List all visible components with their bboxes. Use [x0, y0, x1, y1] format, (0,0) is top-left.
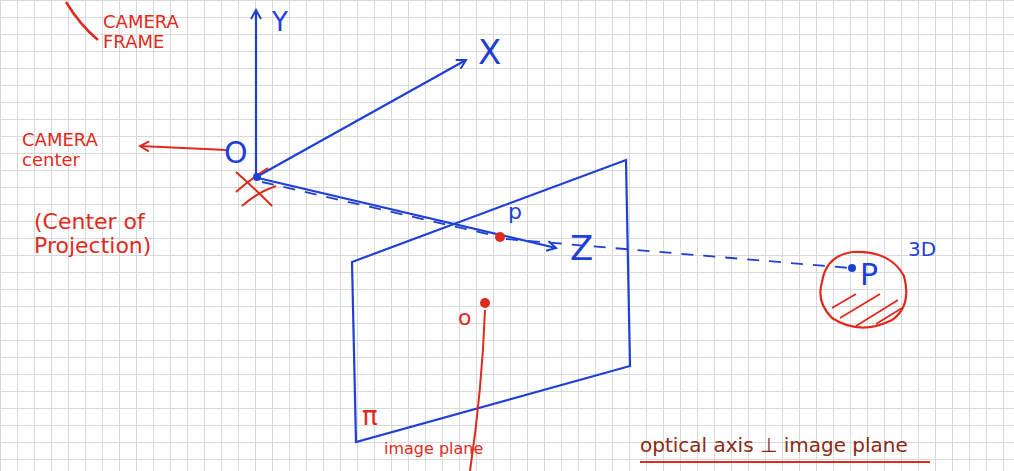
note-label: optical axis ⊥ image plane: [640, 434, 908, 456]
note-underline: [640, 461, 930, 463]
frame-leader: [66, 2, 98, 40]
point-label: o: [458, 306, 471, 330]
plane-symbol: π: [362, 402, 378, 431]
projection-ray: [506, 239, 850, 268]
point-label: p: [508, 200, 522, 224]
center-leader: [140, 146, 226, 150]
image-point: [495, 232, 505, 242]
object-point: [848, 264, 856, 272]
point-label: O: [224, 136, 248, 169]
principal-point: [480, 298, 490, 308]
projection-ray: [262, 182, 496, 236]
camera-center-mark: [236, 168, 276, 206]
center-note: (Center of Projection): [34, 210, 184, 258]
point-label: P: [860, 258, 878, 291]
center-label: CAMERA center: [22, 130, 122, 170]
frame-label: CAMERA FRAME: [103, 12, 203, 52]
axis-label: X: [478, 34, 501, 71]
image-plane: [352, 160, 630, 442]
x-axis: [258, 60, 466, 176]
axis-label: Z: [570, 230, 593, 267]
object-hatch: [832, 294, 902, 326]
axis-label: Y: [272, 8, 288, 37]
y-axis: [255, 10, 257, 178]
dimension-label: 3D: [908, 238, 936, 260]
plane-label: image plane: [384, 440, 483, 458]
z-axis: [258, 178, 556, 248]
object-blob: [820, 252, 906, 328]
center-dot: [253, 173, 261, 181]
